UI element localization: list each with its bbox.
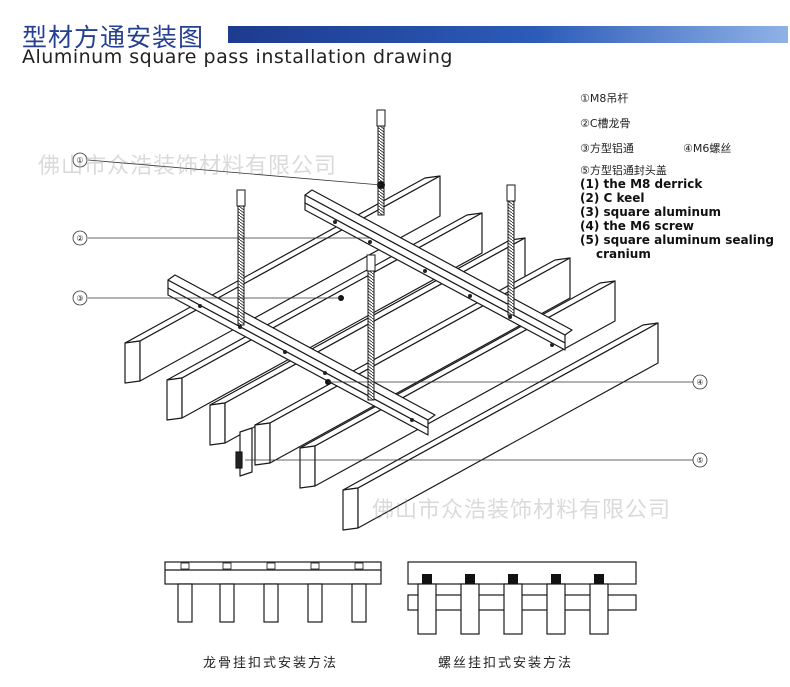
callout-3: ③ (76, 294, 83, 303)
leader-lines (87, 159, 693, 461)
legend-cn-2: ②C槽龙骨 (580, 117, 631, 130)
callout-4: ④ (696, 378, 703, 387)
c-keel-upper (304, 189, 573, 351)
legend-en-3: (3) square aluminum (580, 205, 722, 219)
callout-4-circle (692, 374, 708, 390)
caption-screw-clip: 螺丝挂扣式安装方法 (438, 656, 574, 671)
callout-5: ⑤ (696, 456, 703, 465)
c-keel-lower (167, 274, 436, 436)
screw-clip-method (407, 561, 637, 635)
legend-cn-3: ③方型铝通 (580, 142, 634, 155)
m8-rods (236, 109, 516, 401)
watermark-top: 佛山市众浩装饰材料有限公司 (38, 154, 338, 179)
legend-en-5b: cranium (596, 247, 651, 261)
callout-2: ② (76, 234, 83, 243)
aluminum-tube-6 (342, 322, 659, 531)
legend-cn-5: ⑤方型铝通封头盖 (580, 164, 667, 177)
callout-2-circle (72, 230, 88, 246)
keel-clip-method (164, 561, 382, 623)
callout-5-circle (692, 452, 708, 468)
callout-1: ① (76, 156, 83, 165)
legend-en-2: (2) C keel (580, 191, 645, 205)
legend-en-4: (4) the M6 screw (580, 219, 694, 233)
legend-en-5: (5) square aluminum sealing (580, 233, 774, 247)
legend-cn-4: ④M6螺丝 (683, 142, 732, 155)
page-title-en: Aluminum square pass installation drawin… (22, 46, 453, 68)
callout-3-circle (72, 290, 88, 306)
page-title-cn: 型材方通安装图 (22, 23, 205, 52)
callout-1-circle (72, 152, 88, 168)
caption-keel-clip: 龙骨挂扣式安装方法 (203, 656, 339, 671)
legend-cn-1: ①M8吊杆 (580, 92, 629, 105)
end-cap (235, 427, 253, 477)
watermark-bottom: 佛山市众浩装饰材料有限公司 (372, 498, 672, 523)
title-bar (228, 26, 788, 43)
legend-en-1: (1) the M8 derrick (580, 177, 703, 191)
